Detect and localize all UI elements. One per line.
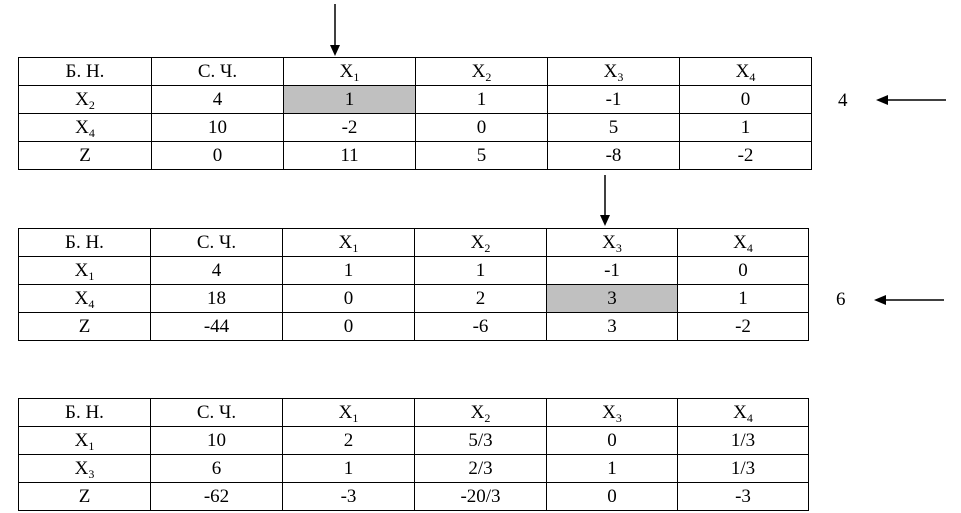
header-cell: X4 (679, 57, 812, 86)
header-cell: X2 (415, 57, 548, 86)
table-row: X1 10 2 5/3 0 1/3 (18, 426, 809, 455)
value-cell: 1 (677, 284, 809, 313)
table-row: X4 18 0 2 3 1 (18, 284, 809, 313)
value-cell: -2 (677, 312, 809, 341)
value-cell: 1/3 (677, 426, 809, 455)
value-cell: -8 (547, 141, 680, 170)
value-cell: 1 (282, 256, 415, 285)
table-header-row: Б. Н. С. Ч. X1 X2 X3 X4 (18, 228, 809, 257)
header-cell: С. Ч. (150, 228, 283, 257)
value-cell: 6 (150, 454, 283, 483)
header-cell: Б. Н. (18, 398, 151, 427)
value-cell: 2/3 (414, 454, 547, 483)
header-cell: X4 (677, 228, 809, 257)
basis-cell: Z (18, 312, 151, 341)
basis-cell: Z (18, 141, 152, 170)
value-cell: 1 (282, 454, 415, 483)
value-cell: -44 (150, 312, 283, 341)
pivot-cell: 3 (546, 284, 678, 313)
basis-cell: X1 (18, 426, 151, 455)
value-cell: 0 (679, 85, 812, 114)
table-row: X2 4 1 1 -1 0 (18, 85, 812, 114)
value-cell: 4 (151, 85, 284, 114)
header-cell: Б. Н. (18, 228, 151, 257)
value-cell: 0 (282, 312, 415, 341)
header-cell: X4 (677, 398, 809, 427)
value-cell: 0 (546, 482, 678, 511)
table-row: X4 10 -2 0 5 1 (18, 113, 812, 142)
value-cell: 1 (415, 85, 548, 114)
value-cell: -2 (679, 141, 812, 170)
value-cell: 10 (150, 426, 283, 455)
value-cell: 0 (282, 284, 415, 313)
table-header-row: Б. Н. С. Ч. X1 X2 X3 X4 (18, 57, 812, 86)
value-cell: -3 (677, 482, 809, 511)
ratio-label: 4 (838, 90, 848, 111)
value-cell: 1/3 (677, 454, 809, 483)
simplex-table-3: Б. Н. С. Ч. X1 X2 X3 X4 X1 10 2 5/3 0 1/… (18, 398, 809, 511)
header-cell: X2 (414, 228, 547, 257)
down-arrow-icon (330, 4, 340, 56)
down-arrow-icon (600, 175, 610, 226)
table-row: Z -44 0 -6 3 -2 (18, 312, 809, 341)
table-row: X3 6 1 2/3 1 1/3 (18, 454, 809, 483)
value-cell: 2 (282, 426, 415, 455)
value-cell: 1 (679, 113, 812, 142)
header-cell: Б. Н. (18, 57, 152, 86)
value-cell: -3 (282, 482, 415, 511)
basis-cell: Z (18, 482, 151, 511)
table-row: X1 4 1 1 -1 0 (18, 256, 809, 285)
table-row: Z 0 11 5 -8 -2 (18, 141, 812, 170)
value-cell: 0 (151, 141, 284, 170)
header-cell: X3 (547, 57, 680, 86)
value-cell: 10 (151, 113, 284, 142)
value-cell: 0 (677, 256, 809, 285)
value-cell: -20/3 (414, 482, 547, 511)
header-cell: X1 (282, 398, 415, 427)
header-cell: С. Ч. (151, 57, 284, 86)
value-cell: -1 (546, 256, 678, 285)
value-cell: 18 (150, 284, 283, 313)
value-cell: -62 (150, 482, 283, 511)
value-cell: 11 (283, 141, 416, 170)
value-cell: -6 (414, 312, 547, 341)
left-arrow-icon (876, 95, 946, 105)
value-cell: 3 (546, 312, 678, 341)
ratio-label: 6 (836, 289, 846, 310)
simplex-table-2: Б. Н. С. Ч. X1 X2 X3 X4 X1 4 1 1 -1 0 X4… (18, 228, 809, 341)
left-arrow-icon (874, 295, 944, 305)
table-row: Z -62 -3 -20/3 0 -3 (18, 482, 809, 511)
simplex-table-1: Б. Н. С. Ч. X1 X2 X3 X4 X2 4 1 1 -1 0 X4… (18, 57, 812, 170)
